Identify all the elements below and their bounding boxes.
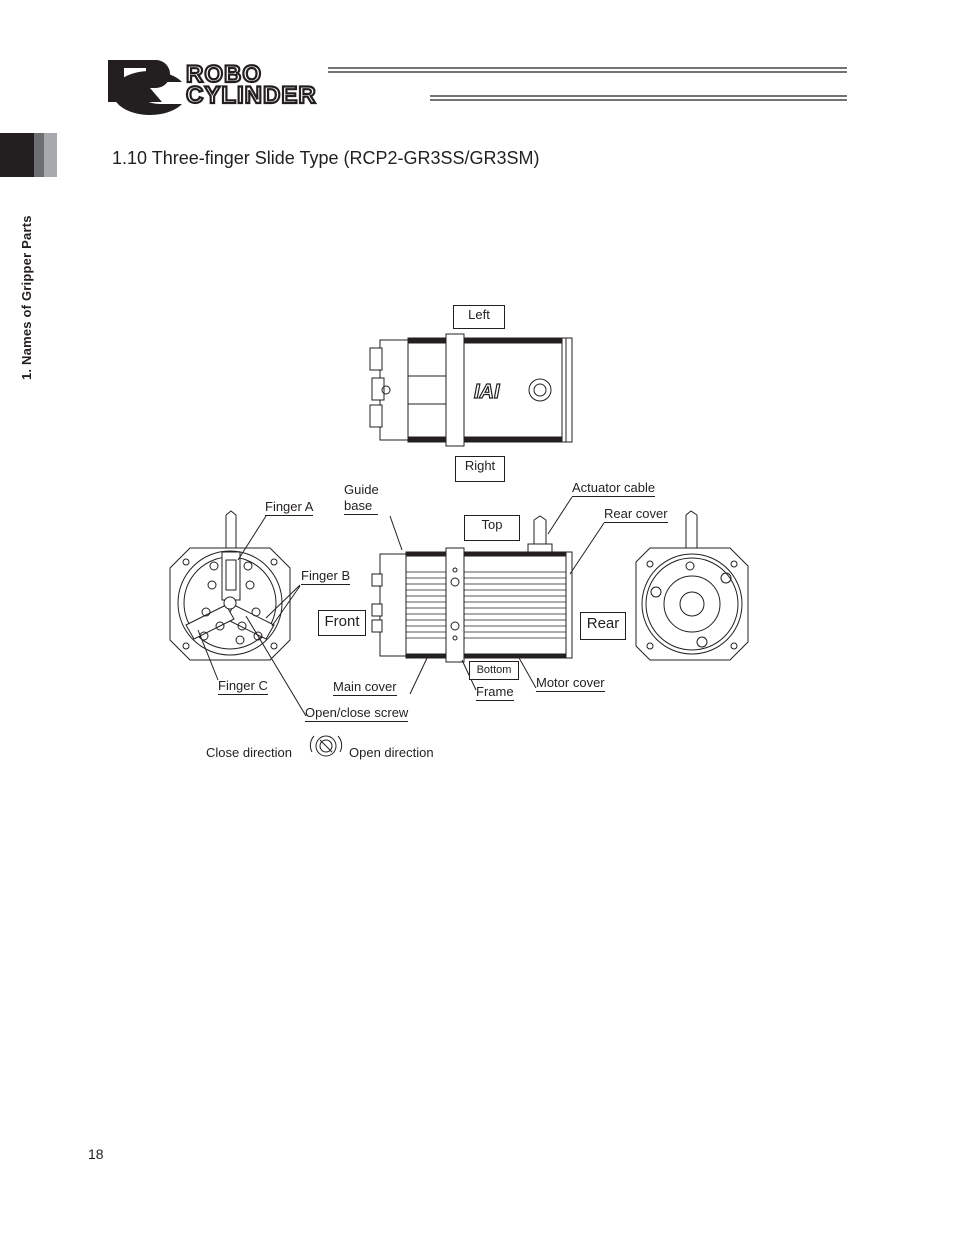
front-view-drawing [169,510,291,661]
label-close-direction: Close direction [206,745,292,760]
robo-cylinder-logo: ROBO CYLINDER [108,60,847,116]
label-guide-base-line2: base [344,498,379,515]
label-finger-a: Finger A [265,499,314,516]
label-rear: Rear [580,612,626,640]
label-finger-c: Finger C [218,678,268,695]
label-motor-cover: Motor cover [536,675,605,692]
label-right: Right [455,456,505,482]
top-view-drawing [369,333,573,447]
label-rear-cover: Rear cover [604,506,668,523]
label-front: Front [318,610,366,636]
leader-lines [197,496,605,717]
page-number: 18 [88,1146,104,1162]
section-title: 1.10 Three-finger Slide Type (RCP2-GR3SS… [112,148,540,168]
label-open-close-screw: Open/close screw [305,705,409,722]
label-left: Left [453,305,505,329]
label-actuator-cable: Actuator cable [572,480,656,497]
logo-word-cylinder: CYLINDER [186,82,317,109]
side-view-drawing [371,515,573,663]
label-top: Top [464,515,520,541]
label-guide-base-line1: Guide [344,482,379,497]
rc-logo-mark [108,60,182,116]
logo-word-robo: ROBO [186,61,262,88]
label-bottom: Bottom [469,661,519,680]
label-frame: Frame [476,684,514,701]
chapter-tab [0,133,57,177]
rear-view-drawing [635,510,749,661]
iai-brand-mark: IAI [474,381,500,403]
label-finger-b: Finger B [301,568,351,585]
label-main-cover: Main cover [333,679,397,696]
label-open-direction: Open direction [349,745,434,760]
open-close-screw-icon [309,735,343,757]
